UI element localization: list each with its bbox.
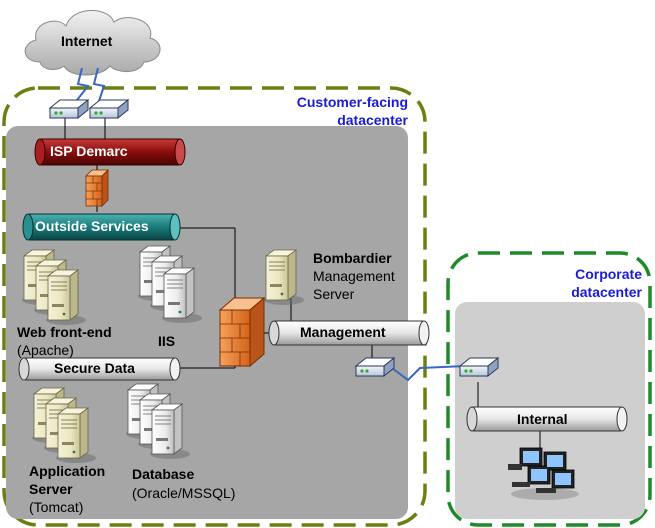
- management-label: Management: [300, 324, 386, 340]
- secure-data-label: Secure Data: [54, 360, 135, 376]
- internal-pipe: [466, 406, 628, 432]
- web-frontend-name: Web front-end: [17, 324, 112, 340]
- bombardier-name: Bombardier: [313, 250, 392, 266]
- router-icon: [49, 99, 89, 119]
- outside-services-label: Outside Services: [35, 218, 149, 234]
- router-icon: [89, 99, 129, 119]
- internal-label: Internal: [517, 411, 568, 427]
- isp-demarc-label: ISP Demarc: [50, 143, 128, 159]
- app-server-name-line2: Server: [29, 481, 73, 497]
- corporate-zone-title-line2: datacenter: [571, 284, 642, 300]
- bombardier-detail-line2: Server: [313, 286, 355, 302]
- bombardier-detail-line1: Management: [313, 268, 395, 284]
- corporate-zone-border: [446, 251, 652, 527]
- database-detail: (Oracle/MSSQL): [132, 485, 236, 501]
- app-server-name-line1: Application: [29, 463, 106, 479]
- customer-facing-zone-title-line2: datacenter: [337, 112, 408, 128]
- firewall-icon: [85, 169, 109, 207]
- app-server-detail: (Tomcat): [29, 499, 84, 515]
- database-name: Database: [132, 466, 195, 482]
- management-pipe: [268, 320, 430, 346]
- isp-demarc-pipe: [34, 138, 186, 166]
- customer-facing-zone-title-line1: Customer-facing: [296, 94, 408, 110]
- outside-services-pipe: [22, 213, 181, 241]
- workstations-icon: [508, 447, 579, 500]
- web-frontend-detail: (Apache): [17, 342, 74, 358]
- internet-cloud-icon: [24, 9, 161, 76]
- internet-label: Internet: [61, 33, 113, 49]
- customer-facing-zone-border: [2, 86, 427, 527]
- iis-name: IIS: [158, 333, 176, 349]
- wan-link-lines: [73, 67, 467, 382]
- secure-data-pipe: [18, 357, 181, 381]
- corporate-zone-title-line1: Corporate: [575, 266, 642, 282]
- firewall-icon: [218, 296, 266, 368]
